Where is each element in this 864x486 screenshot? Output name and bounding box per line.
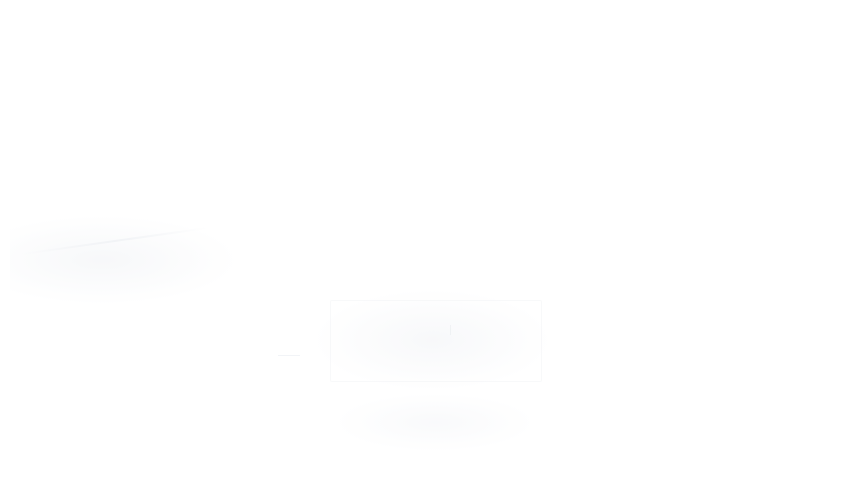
faint-tick-mark: [450, 325, 451, 335]
faint-artifact-center: [315, 290, 550, 390]
faint-artifact-bottom: [340, 395, 530, 450]
faint-dash-mark: [278, 355, 300, 356]
faint-artifact-left: [10, 215, 240, 305]
faint-streak-left: [20, 226, 210, 256]
faint-panel-outline: [330, 300, 542, 382]
